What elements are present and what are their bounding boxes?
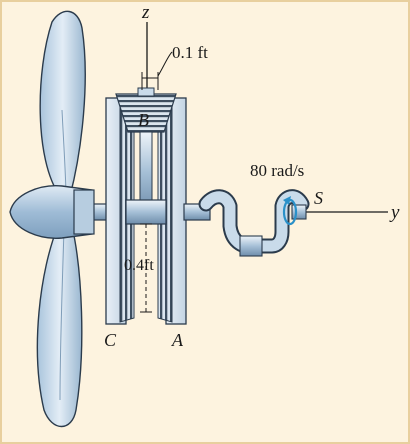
- lower-blade: [36, 225, 83, 427]
- radius-dimension: [140, 223, 152, 313]
- gear-b-label: B: [138, 110, 149, 130]
- gap-dimension: [141, 51, 173, 90]
- z-axis-label: z: [141, 2, 150, 23]
- radius-dimension-label: 0.4ft: [124, 257, 154, 274]
- y-axis-label: y: [389, 202, 400, 223]
- rotation-arrow-icon: [282, 196, 298, 226]
- gear-a: [157, 97, 187, 325]
- gap-dimension-label: 0.1 ft: [172, 43, 208, 62]
- upper-blade: [39, 10, 86, 197]
- central-hub: [125, 199, 167, 225]
- spinner-hub: [73, 189, 95, 235]
- gear-c: [105, 97, 135, 325]
- spin-rate-label: 80 rad/s: [250, 161, 304, 180]
- gear-c-label: C: [104, 330, 117, 350]
- shaft-s-label: S: [314, 188, 323, 208]
- gear-a-label: A: [171, 330, 184, 350]
